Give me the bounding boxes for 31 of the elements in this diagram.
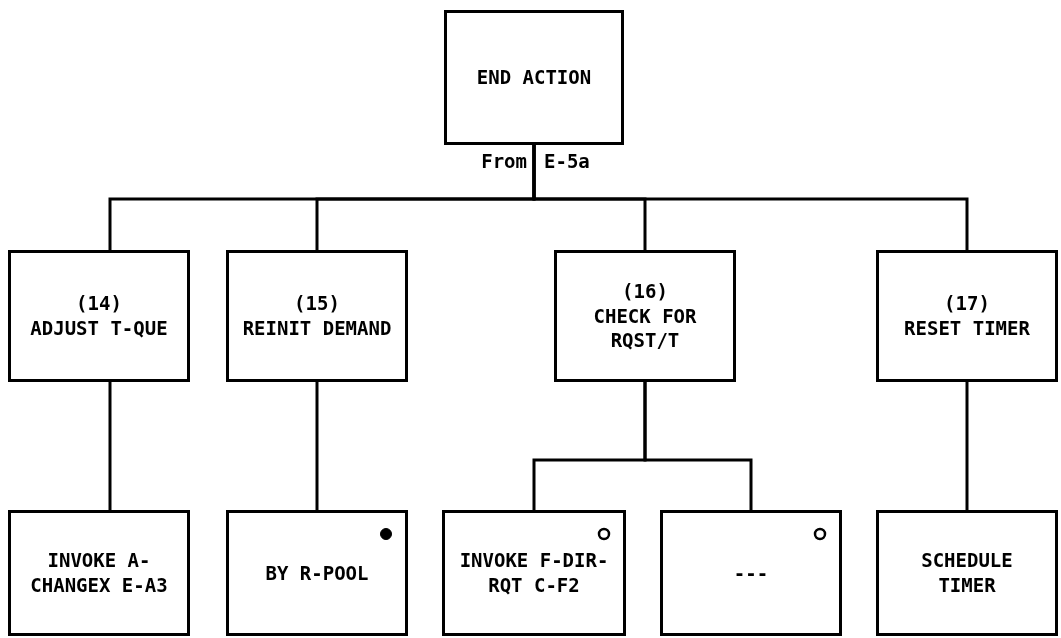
box-text: (16): [622, 278, 668, 304]
connector-line: [965, 382, 969, 510]
process-box: [226, 510, 408, 636]
box-text: SCHEDULE TIMER: [920, 548, 1014, 598]
box-text: REINIT DEMAND: [242, 316, 392, 341]
process-box: [876, 510, 1058, 636]
box-text: (17): [944, 291, 990, 316]
connector-line: [643, 382, 753, 510]
note-label: E-5a: [544, 150, 590, 172]
box-text: (14): [76, 291, 122, 316]
process-box: [876, 250, 1058, 382]
box-text: END ACTION: [476, 65, 592, 90]
process-box: [660, 510, 842, 636]
box-text: CHECK FOR RQST/T: [592, 303, 698, 354]
process-box: [554, 250, 736, 382]
box-text: INVOKE F-DIR-RQT C-F2: [458, 548, 610, 598]
process-box: [8, 510, 190, 636]
box-text: RESET TIMER: [904, 316, 1030, 341]
box-text: (15): [294, 291, 340, 316]
connector-line: [532, 145, 969, 250]
box-text: ADJUST T-QUE: [30, 316, 168, 341]
process-box: [442, 510, 626, 636]
box-text: INVOKE A-CHANGEX E-A3: [29, 548, 169, 598]
process-box: [8, 250, 190, 382]
note-label: From: [481, 150, 527, 172]
process-box: [226, 250, 408, 382]
process-box: [444, 10, 624, 145]
connector-line: [108, 382, 112, 510]
box-text: BY R-POOL: [265, 560, 369, 586]
box-text: ---: [733, 560, 769, 586]
connector-line: [315, 382, 319, 510]
